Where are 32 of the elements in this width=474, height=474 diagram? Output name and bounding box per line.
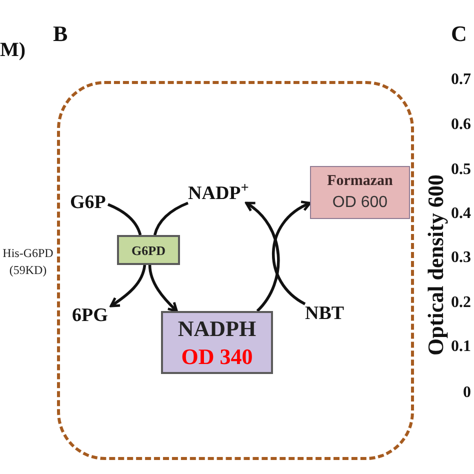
absorbance-label: OD 340 <box>181 342 253 370</box>
product-label: 6PG <box>72 306 111 325</box>
axis-label: M) <box>0 40 26 60</box>
product-box <box>310 166 410 219</box>
cofactor-name: NADPH <box>178 315 256 342</box>
panel-label: C <box>451 23 467 45</box>
curved-arrow <box>272 201 312 306</box>
curved-line <box>107 203 142 236</box>
axis-tick-label: 0.5 <box>451 162 471 178</box>
cofactor-label: NADP$^{+}$ <box>188 184 250 203</box>
axis-tick-label: 0.6 <box>451 117 471 133</box>
panel-label: B <box>53 23 68 45</box>
cofactor-box <box>161 311 273 374</box>
dashed-boundary <box>57 81 414 460</box>
substrate-label: G6P <box>70 193 108 212</box>
band-label: His-G6PD (59KD) <box>2 245 54 279</box>
axis-tick-label: 0.7 <box>451 72 471 88</box>
axis-tick-label: 0.2 <box>451 295 471 311</box>
curved-arrow <box>148 264 178 312</box>
curved-arrow <box>110 264 146 308</box>
curved-arrow <box>245 202 280 312</box>
axis-title: Optical density 600 <box>425 174 447 358</box>
enzyme-box <box>117 235 180 265</box>
axis-tick-label: 0 <box>463 385 471 401</box>
axis-tick-label: 0.1 <box>451 339 471 355</box>
curved-line <box>153 202 189 236</box>
reagent-label: NBT <box>305 304 346 323</box>
product-name: Formazan <box>327 172 393 191</box>
axis-tick-label: 0.4 <box>451 206 471 222</box>
enzyme-name: G6PD <box>132 244 166 256</box>
axis-tick-label: 0.3 <box>451 250 471 266</box>
absorbance-label: OD 600 <box>332 192 388 213</box>
